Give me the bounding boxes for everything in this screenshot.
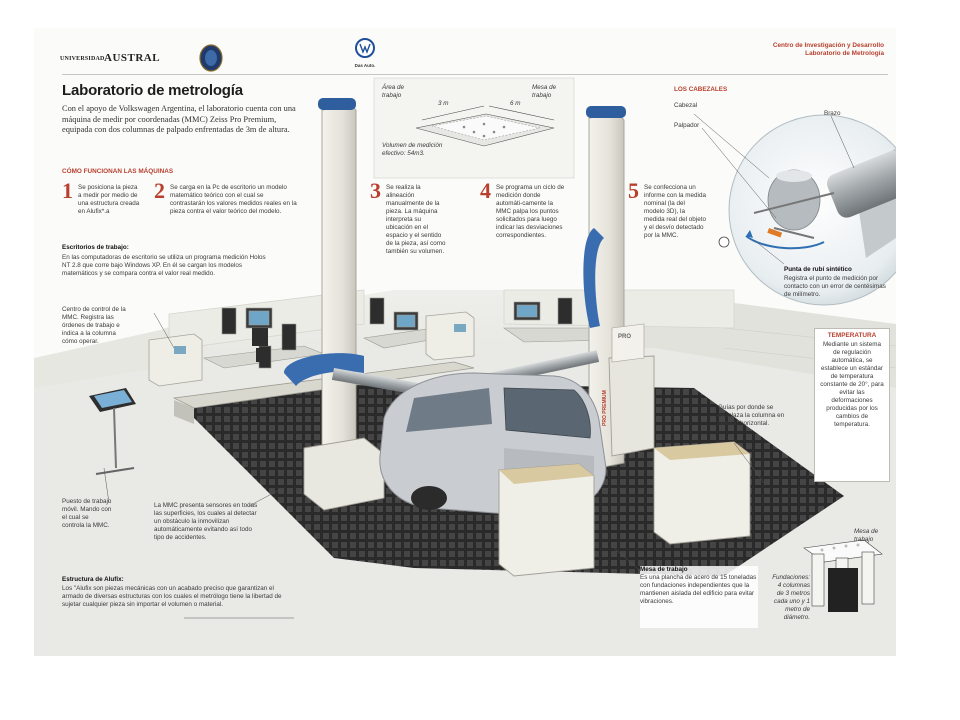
intro-paragraph: Con el apoyo de Volkswagen Argentina, el…: [62, 104, 296, 134]
volume-diagram: [373, 77, 575, 179]
temperature-title: TEMPERATURA: [827, 332, 877, 339]
step-1-text: Se posiciona la pieza a medir por medio …: [78, 184, 140, 215]
work-table-note: Mesa de trabajo Es una plancha de acero …: [640, 566, 758, 628]
foundations-note: Fundaciones: 4 columnas de 3 metros cada…: [772, 574, 810, 621]
step-4-number: 4: [480, 178, 491, 203]
guides-note: Guías por donde se desplaza la columna e…: [718, 404, 785, 427]
step-3-text: Se realiza la alineación manualmente de …: [386, 184, 446, 255]
probe-label: Palpador: [674, 122, 700, 129]
desks-text: En las computadoras de escritorio se uti…: [62, 254, 266, 277]
mobile-workstation: [89, 388, 136, 475]
infographic-sheet: UNIVERSIDAD AUSTRAL Das Auto. Centro de …: [34, 28, 896, 656]
temperature-text: Mediante un sistema de regulación automá…: [820, 341, 884, 428]
heads-title: LOS CABEZALES: [674, 86, 728, 93]
front-block-left: [498, 463, 595, 577]
foundation-table-label: Mesa de trabajo: [854, 528, 879, 543]
control-center-note: Centro de control de la MMC. Registra la…: [62, 306, 126, 345]
mobile-workstation-note: Puesto de trabajo móvil. Mando con el cu…: [62, 498, 112, 529]
vw-logo: Das Auto.: [350, 38, 380, 74]
heads-detail-bubble: [718, 114, 896, 306]
control-cabinet-left: [148, 333, 203, 387]
step-3-number: 3: [370, 178, 381, 203]
work-table-title: Mesa de trabajo: [640, 566, 688, 573]
dimension-width: 3 m: [438, 100, 449, 107]
vw-badge-icon: [355, 38, 375, 58]
step-5-text: Se confecciona un informe con la medida …: [644, 184, 706, 239]
mmc-sensors-note: La MMC presenta sensores en todas las su…: [154, 502, 258, 541]
dimension-length: 6 m: [510, 100, 521, 107]
chair: [252, 328, 268, 362]
work-table-label: Mesa de trabajo: [532, 84, 557, 99]
step-5-number: 5: [628, 178, 639, 203]
university-logo: UNIVERSIDAD AUSTRAL: [60, 44, 228, 72]
work-area-label: Área de trabajo: [382, 84, 405, 99]
right-measuring-column: [489, 106, 655, 469]
step-2-number: 2: [154, 178, 165, 203]
lab-illustration: [34, 77, 896, 656]
header-rule: [62, 74, 888, 75]
control-cabinet-right: [425, 311, 475, 361]
desks-title: Escritorios de trabajo:: [62, 244, 129, 251]
arm-label: Brazo: [824, 110, 841, 117]
ruby-tip-title: Punta de rubí sintético: [784, 266, 852, 273]
head-label: Cabezal: [674, 102, 698, 109]
step-4-text: Se programa un ciclo de medición donde a…: [496, 184, 565, 239]
temperature-box: TEMPERATURA Mediante un sistema de regul…: [814, 328, 890, 482]
step-2-text: Se carga en la Pc de escritorio un model…: [170, 184, 297, 215]
step-1-number: 1: [62, 178, 73, 203]
ruby-tip-text: Registra el punto de medición por contac…: [784, 275, 886, 298]
page-title: Laboratorio de metrología: [62, 82, 243, 99]
desk-right: [503, 297, 616, 343]
front-block-right: [653, 441, 751, 545]
alufix-title: Estructura de Alufix:: [62, 576, 124, 583]
alufix-text: Los "Alufix son piezas mecánicas con un …: [62, 585, 282, 608]
effective-volume-note: Volumen de medición efectivo: 54m3.: [382, 142, 443, 157]
university-crest-icon: [199, 44, 223, 72]
section-heading: Centro de Investigación y Desarrollo Lab…: [772, 42, 884, 57]
pro-label: PRO: [618, 334, 632, 340]
foundations-detail: [803, 539, 883, 612]
pro-premium-label: PRO PREMIUM: [602, 390, 608, 426]
left-measuring-column: [284, 98, 453, 511]
how-it-works-title: CÓMO FUNCIONAN LAS MÁQUINAS: [62, 168, 174, 175]
work-table-text: Es una plancha de acero de 15 toneladas …: [640, 574, 757, 605]
